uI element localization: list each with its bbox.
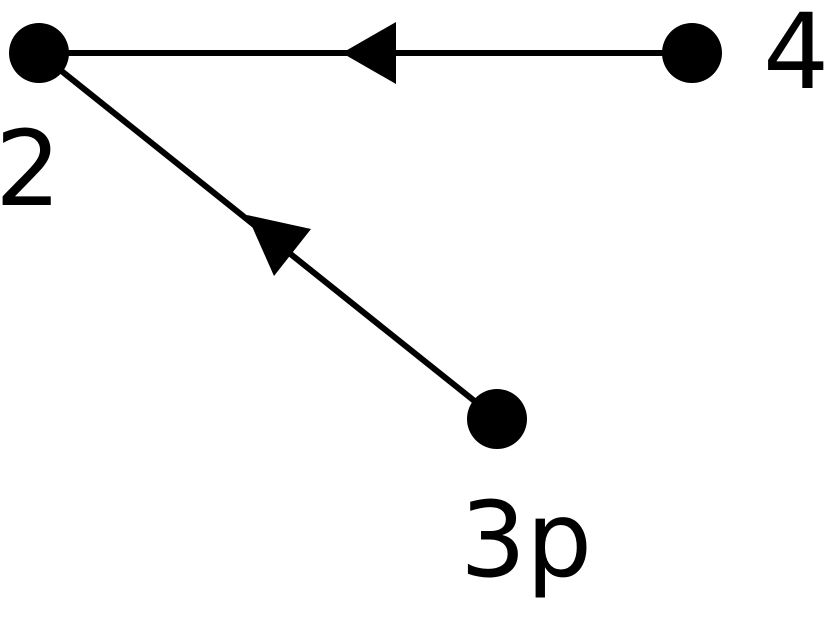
edge-3p-to-2-arrowhead — [247, 215, 311, 276]
node-2-dot — [9, 23, 69, 83]
node-3p-label: 3p — [460, 479, 592, 601]
node-4-dot — [662, 23, 722, 83]
node-4-label: 4 — [763, 0, 829, 113]
edge-4-to-2-arrowhead — [342, 22, 396, 84]
node-2-label: 2 — [0, 108, 61, 230]
node-3p-dot — [467, 389, 527, 449]
